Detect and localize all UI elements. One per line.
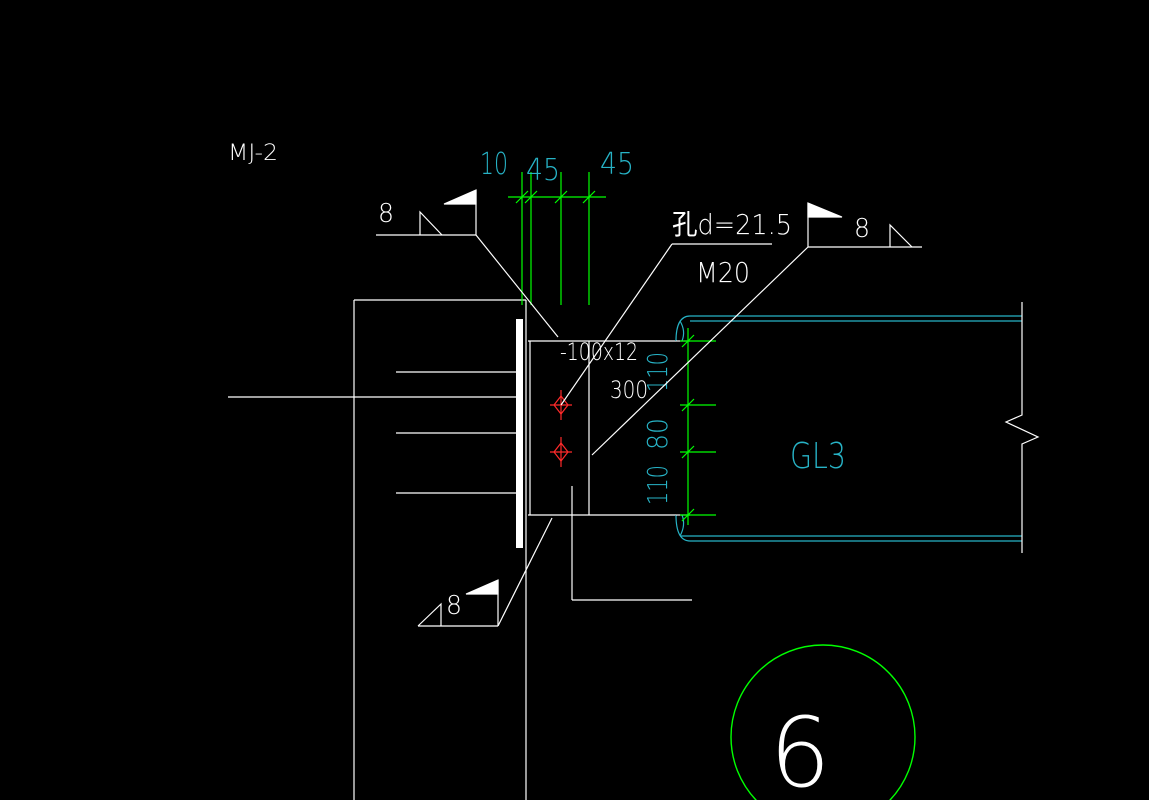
- bolt-note: M20: [696, 256, 750, 289]
- weld-size-top-right: 8: [854, 214, 870, 244]
- top-dimension-lines: [508, 172, 606, 305]
- hole-note: 孔d=21.5: [672, 208, 792, 241]
- dim-45-a: 45: [526, 153, 560, 188]
- plate-length: 300: [610, 376, 648, 404]
- beam-label: GL3: [790, 436, 846, 477]
- detail-number: 6: [769, 697, 830, 800]
- vdim-80: 80: [641, 418, 674, 450]
- dim-10: 10: [480, 147, 508, 182]
- vdim-110-top: 110: [641, 352, 674, 392]
- column-outline: [353, 299, 527, 800]
- dim-45-b: 45: [600, 147, 634, 182]
- weld-symbol-top-left: [376, 189, 559, 338]
- vertical-dimension-lines: [680, 328, 716, 525]
- embed-label: MJ-2: [228, 141, 278, 166]
- anchor-bars: [228, 371, 518, 494]
- weld-symbol-top-right: [591, 202, 922, 456]
- weld-size-top-left: 8: [378, 199, 394, 229]
- weld-size-bottom-left: 8: [446, 591, 462, 621]
- detail-circle: [730, 644, 916, 800]
- embed-plate: [516, 319, 523, 548]
- beam-flanges: [675, 315, 1022, 542]
- section-leader: [571, 486, 692, 601]
- weld-symbol-bottom-left: [417, 517, 553, 627]
- shear-plate: [528, 340, 676, 516]
- hole-leader: [560, 243, 772, 406]
- vdim-110-bottom: 110: [641, 465, 674, 505]
- plate-note: -100x12: [560, 338, 638, 366]
